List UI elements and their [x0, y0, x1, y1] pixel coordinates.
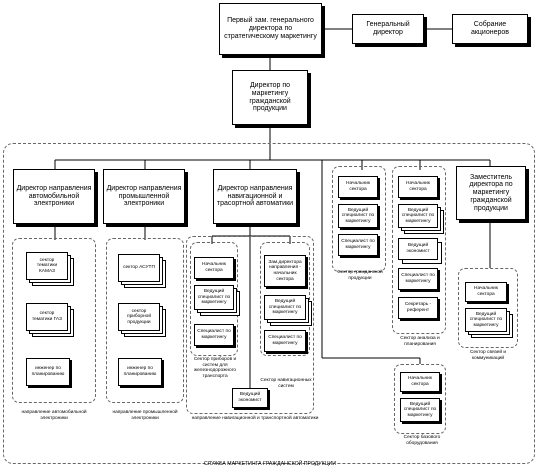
nav-left-lead-box: Ведущий специалист по маркетингу [194, 285, 234, 310]
kamaz-sector-box: сектор тематики КАМАЗ [26, 252, 68, 280]
nav-right-head-box: Зам.директора направления - начальник се… [264, 255, 306, 287]
nav-director-box: Директор направления навигационной и тра… [213, 169, 297, 224]
base-lead-box: Ведущий специалист по маркетингу [400, 398, 440, 422]
analysis-head-label: Начальник сектора [406, 181, 430, 192]
kamaz-stack: сектор тематики КАМАЗ [26, 252, 74, 286]
nav-right-head-label: Зам.директора направления - начальник се… [268, 259, 302, 282]
service-title: СЛУЖБА МАРКЕТИНГА ГРАЖДАНСКОЙ ПРОДУКЦИИ [204, 461, 336, 467]
analysis-spec-label: Специалист по маркетингу [401, 273, 435, 284]
base-lead-label: Ведущий специалист по маркетингу [403, 401, 437, 418]
auto-planning-label: инженер по планированию [31, 366, 65, 377]
cooperation-caption: Сектор связей и коммуникаций [469, 350, 507, 361]
analysis-economist-stack: Ведущий экономист [398, 238, 442, 264]
asutp-sector-label: сектор АСУТП [123, 265, 155, 271]
instruments-sector-box: сектор приборной продукции [118, 303, 160, 331]
first-deputy-box: Первый зам. генерального директора по ст… [219, 3, 322, 55]
nav-left-lead-label: Ведущий специалист по маркетингу [197, 289, 231, 306]
nav-director-label: Директор направления навигационной и тра… [216, 184, 294, 208]
gaz-sector-box: сектор тематики ГАЗ [26, 303, 68, 331]
analysis-lead-label: Ведущий специалист по маркетингу [401, 207, 435, 224]
analysis-lead-stack: Ведущий специалист по маркетингу [398, 204, 444, 234]
cooperation-lead-box: Ведущий специалист по маркетингу [465, 308, 507, 332]
nav-left-head-box: Начальник сектора [194, 257, 234, 279]
asutp-sector-box: сектор АСУТП [118, 254, 160, 282]
civil-lead-label: Ведущий специалист по маркетингу [341, 207, 375, 224]
service-boundary [3, 143, 535, 464]
civil-spec-label: Специалист по маркетингу [341, 239, 375, 250]
nav-left-spec-label: Специалист по маркетингу [197, 329, 231, 340]
nav-economist-label: Ведущий экономист [238, 392, 262, 403]
cooperation-sector-boundary [458, 268, 518, 348]
industrial-planning-label: инженер по планированию [123, 366, 157, 377]
auto-group-boundary [12, 238, 96, 403]
cooperation-head-label: Начальник сектора [474, 286, 498, 297]
general-director-box: Генеральный директор [352, 14, 424, 44]
instruments-sector-label: сектор приборной продукции [126, 308, 152, 325]
nav-right-caption: Сектор навигационных систем [260, 378, 312, 389]
base-equipment-boundary [394, 364, 446, 434]
auto-planning-box: инженер по планированию [26, 358, 70, 386]
base-head-box: Начальник сектора [400, 372, 440, 392]
base-head-label: Начальник сектора [408, 376, 432, 387]
civil-head-label: Начальник сектора [346, 181, 370, 192]
nav-right-spec-label: Специалист по маркетингу [268, 335, 302, 346]
marketing-director-label: Директор по маркетингу гражданской проду… [249, 82, 291, 113]
shareholders-box: Собрание акционеров [452, 14, 528, 44]
first-deputy-label: Первый зам. генерального директора по ст… [224, 17, 317, 40]
civil-head-box: Начальник сектора [338, 176, 378, 198]
civil-sector-boundary [332, 166, 386, 272]
auto-director-label: Директор направления автомобильной элект… [16, 184, 92, 208]
gaz-stack: сектор тематики ГАЗ [26, 303, 74, 337]
civil-spec-box: Специалист по маркетингу [338, 234, 378, 256]
asutp-stack: сектор АСУТП [118, 254, 166, 288]
marketing-director-box: Директор по маркетингу гражданской проду… [232, 70, 308, 125]
nav-economist-box: Ведущий экономист [232, 388, 268, 408]
analysis-spec-box: Специалист по маркетингу [398, 268, 438, 290]
cooperation-head-box: Начальник сектора [465, 282, 507, 302]
auto-director-box: Директор направления автомобильной элект… [13, 169, 95, 224]
nav-left-caption: Сектор приборов и систем для железнодоро… [193, 357, 237, 379]
nav-group-caption: направление навигационной и транспортной… [191, 416, 319, 421]
analysis-head-box: Начальник сектора [398, 176, 438, 198]
base-equipment-caption: Сектор базового оборудования [403, 435, 441, 446]
civil-lead-box: Ведущий специалист по маркетингу [338, 204, 378, 228]
civil-caption: Сектор гражданской продукции [337, 270, 383, 281]
analysis-secretary-label: Секретарь - референт [404, 302, 432, 313]
nav-right-lead-stack: Ведущий специалист по маркетингу [264, 295, 312, 326]
nav-right-sector-boundary [260, 242, 310, 356]
cooperation-lead-stack: Ведущий специалист по маркетингу [465, 308, 513, 338]
industrial-group-caption: направление промышленной электроники [112, 410, 178, 421]
nav-left-lead-stack: Ведущий специалист по маркетингу [194, 285, 240, 316]
nav-right-spec-box: Специалист по маркетингу [264, 330, 306, 352]
analysis-secretary-box: Секретарь - референт [398, 297, 438, 319]
industrial-director-box: Директор направления промышленной электр… [103, 169, 185, 224]
deputy-director-box: Заместитель директора по маркетингу граж… [456, 166, 526, 220]
auto-group-caption: направление автомобильной электроники [21, 410, 87, 421]
kamaz-sector-label: сектор тематики КАМАЗ [36, 257, 58, 274]
shareholders-label: Собрание акционеров [470, 21, 510, 36]
deputy-director-label: Заместитель директора по маркетингу граж… [469, 173, 513, 212]
cooperation-lead-label: Ведущий специалист по маркетингу [469, 311, 503, 328]
analysis-caption: Сектор анализа и планирования [400, 336, 440, 347]
nav-left-spec-box: Специалист по маркетингу [194, 324, 234, 346]
general-director-label: Генеральный директор [366, 21, 410, 36]
instruments-stack: сектор приборной продукции [118, 303, 166, 337]
nav-right-lead-label: Ведущий специалист по маркетингу [268, 299, 302, 316]
nav-left-head-label: Начальник сектора [202, 262, 226, 273]
analysis-sector-boundary [392, 166, 446, 334]
analysis-lead-box: Ведущий специалист по маркетингу [398, 204, 438, 228]
industrial-director-label: Директор направления промышленной электр… [106, 184, 182, 208]
analysis-economist-label: Ведущий экономист [406, 243, 430, 254]
gaz-sector-label: сектор тематики ГАЗ [32, 311, 62, 322]
industrial-group-boundary [106, 238, 184, 403]
nav-group-boundary [186, 236, 314, 414]
analysis-economist-box: Ведущий экономист [398, 238, 438, 260]
industrial-planning-box: инженер по планированию [118, 358, 162, 386]
nav-right-lead-box: Ведущий специалист по маркетингу [264, 295, 306, 320]
